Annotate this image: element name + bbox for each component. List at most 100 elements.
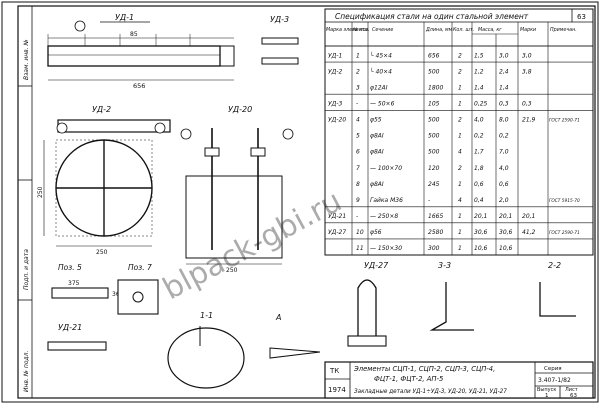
table-cell-r9-c2: Гайка М36 [370,197,403,204]
table-cell-r0-c2: └ 45×4 [370,51,392,59]
table-cell-r7-c4: 2 [458,165,462,172]
table-cell-r3-c4: 1 [458,100,462,107]
table-cell-r11-c3: 2580 [428,229,443,236]
table-cell-r3-c0: УД-3 [328,100,343,107]
table-cell-r3-c2: — 50×6 [370,100,395,107]
view-ud3: УД-3 [261,15,299,65]
table-cell-r2-c6: 1,4 [499,84,509,91]
ud21-title: УД-21 [58,323,82,332]
table-cell-r6-c2: φ8АI [370,149,384,156]
ud3-title: УД-3 [270,15,289,24]
table-cell-r5-c5: 0,2 [474,133,484,140]
table-cell-r10-c5: 20,1 [474,213,487,220]
stamp-line3: Закладные детали УД-1÷УД-3, УД-20, УД-21… [354,389,507,395]
table-cell-r8-c6: 0,6 [499,181,509,188]
ud1-dim-mid: 85 [130,31,138,38]
table-cell-r4-c1: 4 [356,117,360,124]
table-cell-r10-c2: — 250×8 [370,213,398,220]
view-a: А [269,313,321,359]
table-cell-r1-c1: 2 [356,68,360,75]
view-ud2: УД-2 250 250 [37,105,171,256]
table-cell-r7-c3: 120 [428,165,440,172]
table-cell-r12-c3: 300 [428,245,440,252]
table-cell-r1-c2: └ 40×4 [370,67,392,75]
table-cell-r7-c6: 4,0 [499,165,509,172]
table-cell-r4-c4: 2 [458,117,462,124]
stamp-line2: ФЦТ-1, ФЦТ-2, АП-5 [374,375,443,383]
section-3-3-title: 3-3 [438,261,451,270]
side-label-2: Подп. и дата [23,249,30,290]
page-number: 63 [577,13,586,21]
table-cell-r4-c2: φ55 [370,117,382,124]
ud2-title: УД-2 [92,105,111,114]
table-cell-r0-c4: 2 [458,52,462,59]
table-cell-r3-c1: - [356,100,358,107]
table-cell-r12-c5: 10,6 [474,245,488,252]
view-ud21: УД-21 [47,323,107,351]
view-a-title: А [275,313,281,322]
table-cell-r4-c0: УД-20 [328,117,346,124]
table-cell-r2-c4: 1 [458,84,462,91]
stamp-sheet: 63 [570,393,577,399]
table-cell-r11-c7: 41,2 [522,229,536,236]
table-cell-r10-c7: 20,1 [522,213,535,220]
spec-table: Спецификация стали на один стальной элем… [324,8,594,256]
table-cell-r9-c4: 4 [458,197,462,204]
table-cell-r12-c2: — 150×30 [370,245,402,252]
table-cell-r11-c0: УД-27 [328,229,346,236]
table-cell-r0-c6: 3,0 [499,52,509,59]
view-pos7: Поз. 7 [117,263,159,315]
inner-frame [17,5,596,399]
table-cell-r11-c6: 30,6 [499,229,513,236]
table-cell-r4-c6: 8,0 [499,117,509,124]
table-cell-r5-c4: 1 [458,133,462,140]
table-cell-r5-c6: 0,2 [499,133,509,140]
view-ud1: УД-1 85 656 [47,13,235,90]
table-cell-r1-c4: 2 [458,68,462,75]
table-cell-r5-c2: φ8АI [370,133,384,140]
table-cell-r1-c7: 3,8 [522,68,532,75]
stamp-tk: ТК [329,367,339,375]
table-header-2: Сечение [372,27,393,33]
stamp-year: 1974 [328,386,346,394]
stamp-issue: 1 [545,393,549,399]
pos5-title: Поз. 5 [58,263,82,272]
table-cell-r10-c4: 1 [458,213,462,220]
table-cell-r7-c1: 7 [356,165,360,172]
table-cell-r9-c3: - [428,197,430,204]
table-cell-r6-c6: 7,0 [499,149,509,156]
table-header-4: Кол. шт. [453,27,474,33]
table-cell-r0-c7: 3,0 [522,52,532,59]
table-cell-r6-c5: 1,7 [474,149,484,156]
table-cell-r3-c5: 0,25 [474,100,488,107]
table-cell-r11-c2: φ56 [370,229,382,236]
table-cell-r12-c1: 11 [356,245,364,252]
table-cell-r4-c8: ГОСТ 2590-71 [549,118,580,124]
table-cell-r0-c0: УД-1 [328,52,342,59]
table-cell-r3-c7: 0,3 [522,100,532,107]
table-cell-r1-c3: 500 [428,68,440,75]
table-cell-r5-c1: 5 [356,133,360,140]
table-cell-r2-c3: 1800 [428,84,443,91]
table-cell-r1-c5: 1,2 [474,68,484,75]
section-3-3: 3-3 [429,261,474,331]
pos5-dim-a: 375 [68,280,80,287]
table-header-1: № поз. [352,27,370,33]
section-2-2: 2-2 [539,261,576,317]
table-cell-r10-c1: - [356,213,358,220]
table-cell-r5-c3: 500 [428,133,440,140]
table-cell-r9-c5: 0,4 [474,197,484,204]
stamp-line1: Элементы СЦП-1, СЦП-2, СЦП-3, СЦП-4, [353,365,495,373]
table-cell-r8-c1: 8 [356,181,360,188]
table-cell-r0-c5: 1,5 [474,52,484,59]
ud2-dim-w: 250 [96,249,108,256]
table-cell-r11-c4: 1 [458,229,462,236]
ud20-title: УД-20 [228,105,252,114]
table-cell-r10-c0: УД-21 [328,213,346,220]
ud1-title: УД-1 [115,13,134,22]
stamp-sheet-label: Лист [565,387,578,393]
stamp-issue-label: Выпуск [537,387,556,393]
table-cell-r8-c3: 245 [428,181,440,188]
pos5-dim-b: 36 [112,291,120,298]
